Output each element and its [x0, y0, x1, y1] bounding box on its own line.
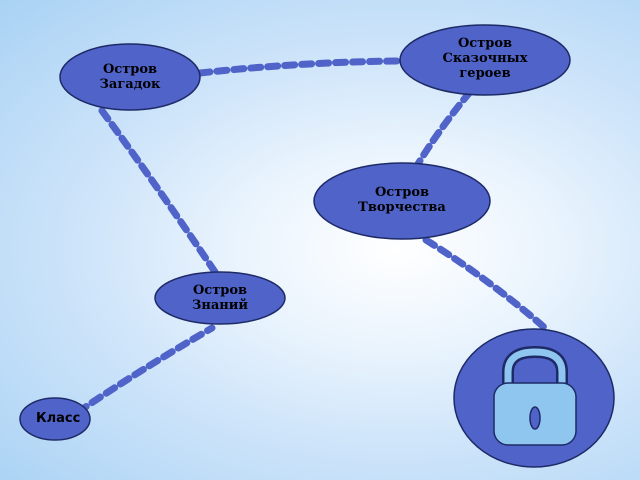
- knowledge-island-node[interactable]: [154, 271, 286, 325]
- riddles-island-node[interactable]: [59, 43, 201, 111]
- class-start-node[interactable]: [19, 397, 91, 441]
- class-start-label: Класс: [36, 411, 81, 426]
- path-creativity-to-lock: [422, 236, 549, 332]
- path-riddles-to-fairy-tale: [196, 57, 404, 77]
- fairy-tale-island-node[interactable]: [399, 24, 571, 96]
- path-knowledge-to-riddles: [96, 104, 219, 276]
- unlocked-padlock-icon: [493, 345, 577, 446]
- creativity-island-node[interactable]: [313, 162, 491, 240]
- path-class-to-knowledge: [74, 324, 216, 416]
- path-fairy-tale-to-creativity: [414, 88, 474, 168]
